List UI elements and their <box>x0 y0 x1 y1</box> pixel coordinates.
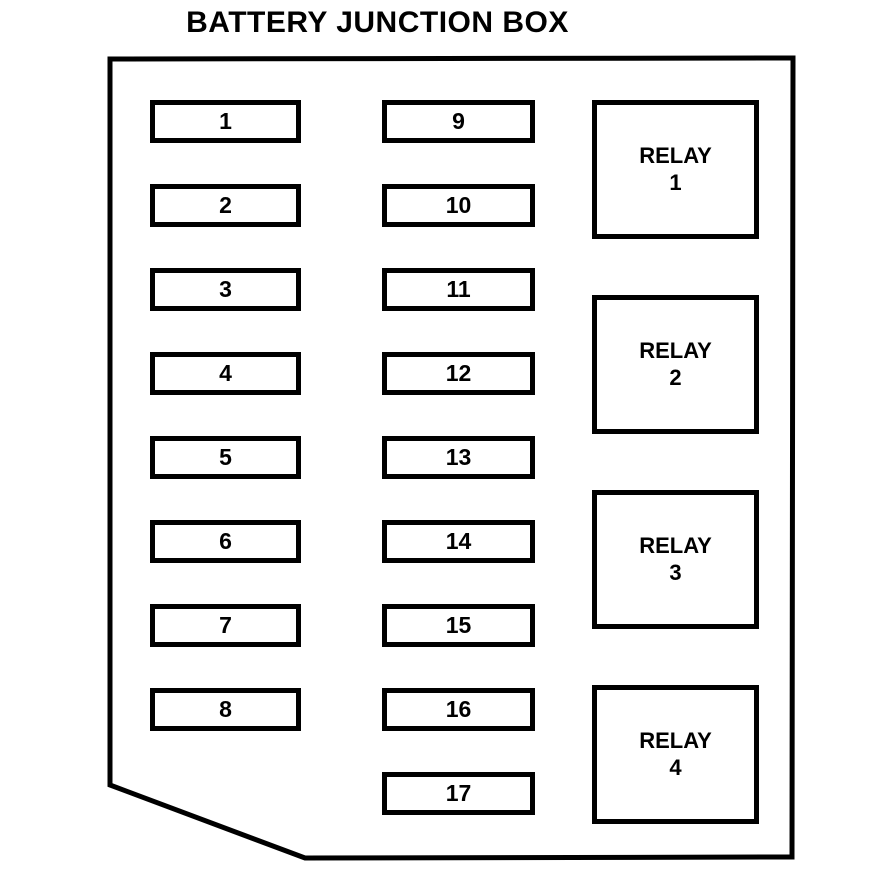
relay-label: RELAY <box>639 727 712 753</box>
fuse-slot-9[interactable]: 9 <box>382 100 535 143</box>
fuse-slot-label: 2 <box>219 192 232 218</box>
fuse-slot-10[interactable]: 10 <box>382 184 535 227</box>
fuse-slot-label: 6 <box>219 528 232 554</box>
relay-number: 4 <box>669 754 682 780</box>
fuse-slot-6[interactable]: 6 <box>150 520 301 563</box>
fuse-slot-label: 13 <box>445 444 472 470</box>
fuse-slot-8[interactable]: 8 <box>150 688 301 731</box>
fuse-slot-label: 10 <box>445 192 472 218</box>
fuse-slot-label: 12 <box>445 360 472 386</box>
fuse-slot-label: 4 <box>219 360 232 386</box>
fuse-slot-12[interactable]: 12 <box>382 352 535 395</box>
relay-label: RELAY <box>639 142 712 168</box>
fuse-slot-11[interactable]: 11 <box>382 268 535 311</box>
fuse-slot-14[interactable]: 14 <box>382 520 535 563</box>
fuse-slot-label: 3 <box>219 276 232 302</box>
fuse-slot-3[interactable]: 3 <box>150 268 301 311</box>
relay-label: RELAY <box>639 337 712 363</box>
fuse-slot-5[interactable]: 5 <box>150 436 301 479</box>
fuse-slot-label: 9 <box>452 108 465 134</box>
fuse-slot-label: 17 <box>445 780 472 806</box>
relay-label: RELAY <box>639 532 712 558</box>
fuse-slot-7[interactable]: 7 <box>150 604 301 647</box>
fuse-slot-label: 11 <box>446 276 471 302</box>
fuse-slot-16[interactable]: 16 <box>382 688 535 731</box>
fuse-slot-13[interactable]: 13 <box>382 436 535 479</box>
fuse-slot-label: 1 <box>219 108 232 134</box>
relay-number: 1 <box>669 169 682 195</box>
fuse-slot-label: 15 <box>445 612 472 638</box>
fuse-slot-1[interactable]: 1 <box>150 100 301 143</box>
fuse-slot-label: 16 <box>445 696 472 722</box>
fuse-slot-label: 8 <box>219 696 232 722</box>
fuse-slot-label: 5 <box>219 444 232 470</box>
relay-number: 2 <box>669 364 682 390</box>
fuse-slot-15[interactable]: 15 <box>382 604 535 647</box>
fuse-slot-label: 7 <box>219 612 232 638</box>
fuse-slot-label: 14 <box>445 528 472 554</box>
fuse-slot-4[interactable]: 4 <box>150 352 301 395</box>
fuse-slot-17[interactable]: 17 <box>382 772 535 815</box>
page-title: BATTERY JUNCTION BOX <box>186 6 569 39</box>
relay-number: 3 <box>669 559 682 585</box>
fuse-slot-2[interactable]: 2 <box>150 184 301 227</box>
